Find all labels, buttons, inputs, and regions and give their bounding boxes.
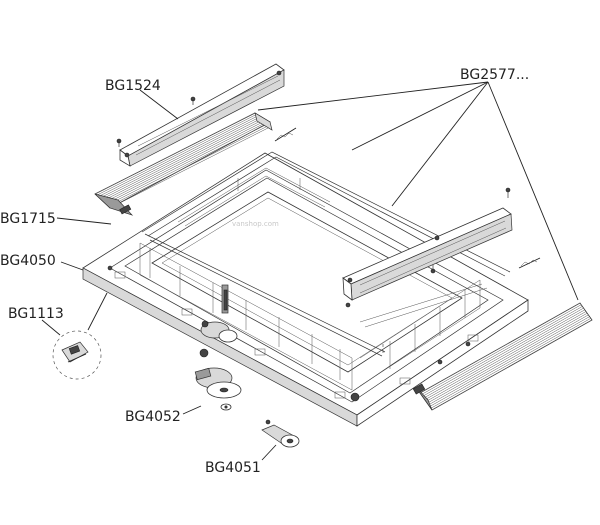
upper-right-rail bbox=[342, 187, 513, 308]
pleat-line bbox=[427, 312, 588, 404]
pleat-line bbox=[422, 306, 583, 397]
pleat-line bbox=[424, 309, 585, 401]
pleat-line bbox=[102, 119, 263, 202]
pleat-line bbox=[109, 126, 271, 209]
pleat-line bbox=[97, 115, 259, 198]
pleat-line bbox=[100, 118, 262, 200]
bg4051-handle bbox=[261, 419, 300, 448]
watermark: vanshop.com bbox=[232, 220, 279, 228]
label-bg1524: BG1524 bbox=[105, 78, 161, 94]
bg4052-handle-gear bbox=[194, 348, 242, 411]
pleat-line bbox=[105, 122, 266, 205]
pleated-blind-left bbox=[94, 112, 273, 216]
pleat-line bbox=[423, 307, 584, 399]
pleat-line bbox=[425, 311, 587, 402]
flyscreen-frame bbox=[141, 151, 511, 357]
label-bg4051: BG4051 bbox=[205, 460, 261, 476]
pleat-line bbox=[108, 125, 269, 207]
leader-lines bbox=[41, 81, 579, 461]
tension-cords bbox=[274, 127, 541, 269]
label-bg1715: BG1715 bbox=[0, 211, 56, 227]
upper-left-rail-bg1524 bbox=[116, 63, 285, 167]
label-bg4052: BG4052 bbox=[125, 409, 181, 425]
label-bg2577: BG2577... bbox=[460, 67, 529, 83]
pleat-line bbox=[419, 302, 581, 394]
pleat-line bbox=[94, 112, 256, 195]
pleat-line bbox=[103, 121, 265, 203]
front-latch-assembly bbox=[200, 284, 238, 343]
pleat-line bbox=[421, 304, 582, 395]
label-bg1113: BG1113 bbox=[8, 306, 64, 322]
bg1113-detail bbox=[52, 330, 102, 380]
pleat-line bbox=[430, 318, 591, 409]
pleat-line bbox=[429, 316, 590, 407]
pleat-line bbox=[99, 116, 260, 199]
pleat-line bbox=[96, 114, 257, 196]
label-bg4050: BG4050 bbox=[0, 253, 56, 269]
pleat-line bbox=[431, 319, 593, 411]
pleated-blind-right bbox=[412, 302, 593, 411]
pleat-line bbox=[106, 123, 268, 206]
main-frame: vanshop.com bbox=[82, 152, 529, 427]
pleat-line bbox=[428, 314, 589, 406]
